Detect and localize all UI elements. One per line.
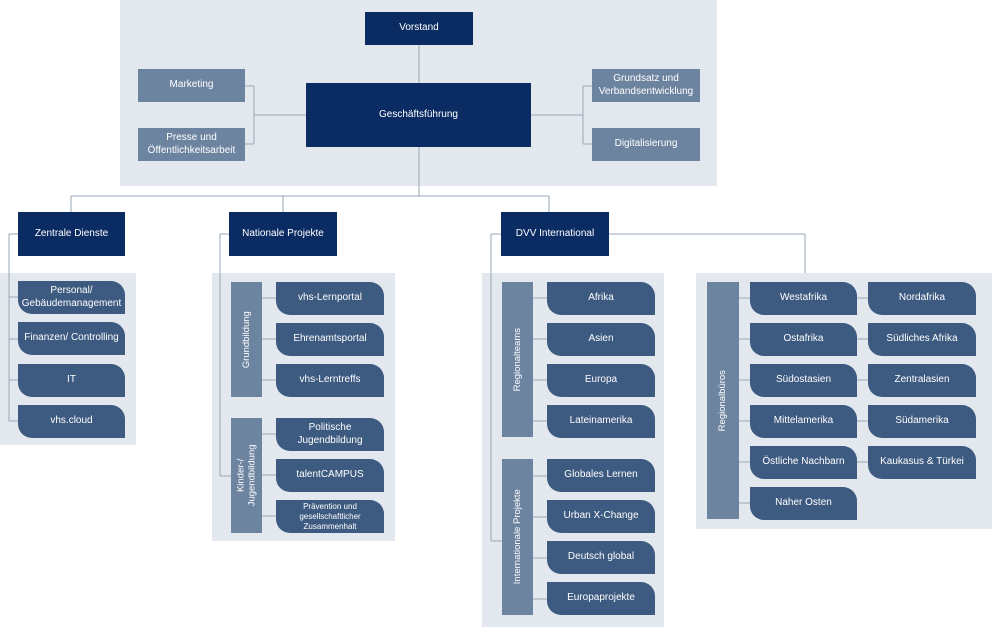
- division-dvv-international: DVV International: [501, 212, 609, 256]
- international-project-item: Urban X-Change: [547, 500, 655, 533]
- group-label-international-projects: Internationale Projekte: [502, 459, 533, 615]
- national-item: Ehrenamtsportal: [276, 323, 384, 356]
- group-label-text: Internationale Projekte: [511, 489, 523, 585]
- group-label-text: Kinder-/ Jugendbildung: [235, 444, 258, 507]
- group-label-text: Regionalbüros: [717, 369, 729, 432]
- central-item: IT: [18, 364, 125, 397]
- regional-team-item: Lateinamerika: [547, 405, 655, 438]
- staff-policy: Grundsatz und Verbandsentwicklung: [592, 69, 700, 102]
- regional-team-item: Asien: [547, 323, 655, 356]
- international-project-item: Globales Lernen: [547, 459, 655, 492]
- national-item: Prävention und gesellschaftlicher Zusamm…: [276, 500, 384, 533]
- regional-team-item: Europa: [547, 364, 655, 397]
- group-label-text: Grundbildung: [240, 310, 252, 369]
- group-label-text: Regionalteams: [511, 327, 523, 392]
- national-item: vhs-Lerntreffs: [276, 364, 384, 397]
- management-box: Geschäftsführung: [306, 83, 531, 147]
- central-item: vhs.cloud: [18, 405, 125, 438]
- central-item: Personal/ Gebäudemanagement: [18, 281, 125, 314]
- board-box: Vorstand: [365, 12, 473, 45]
- regional-office-item: Östliche Nachbarn: [750, 446, 857, 479]
- group-label-regional-offices: Regionalbüros: [707, 282, 739, 519]
- group-label-youth: Kinder-/ Jugendbildung: [231, 418, 262, 533]
- division-central-services: Zentrale Dienste: [18, 212, 125, 256]
- international-project-item: Europaprojekte: [547, 582, 655, 615]
- regional-office-item: Westafrika: [750, 282, 857, 315]
- staff-digitalisation: Digitalisierung: [592, 128, 700, 161]
- national-item: talentCAMPUS: [276, 459, 384, 492]
- regional-office-item: Zentralasien: [868, 364, 976, 397]
- regional-office-item: Südamerika: [868, 405, 976, 438]
- regional-office-item: Kaukasus & Türkei: [868, 446, 976, 479]
- regional-offices-panel: [696, 273, 992, 529]
- national-item: Politische Jugendbildung: [276, 418, 384, 451]
- regional-office-item: Südostasien: [750, 364, 857, 397]
- central-item: Finanzen/ Controlling: [18, 322, 125, 355]
- division-national-projects: Nationale Projekte: [229, 212, 337, 256]
- group-label-grundbildung: Grundbildung: [231, 282, 262, 397]
- regional-office-item: Naher Osten: [750, 487, 857, 520]
- regional-office-item: Südliches Afrika: [868, 323, 976, 356]
- national-item: vhs-Lernportal: [276, 282, 384, 315]
- staff-marketing: Marketing: [138, 69, 245, 102]
- regional-office-item: Mittelamerika: [750, 405, 857, 438]
- regional-office-item: Nordafrika: [868, 282, 976, 315]
- regional-team-item: Afrika: [547, 282, 655, 315]
- regional-office-item: Ostafrika: [750, 323, 857, 356]
- group-label-regionalteams: Regionalteams: [502, 282, 533, 437]
- international-project-item: Deutsch global: [547, 541, 655, 574]
- staff-press: Presse und Öffentlichkeitsarbeit: [138, 128, 245, 161]
